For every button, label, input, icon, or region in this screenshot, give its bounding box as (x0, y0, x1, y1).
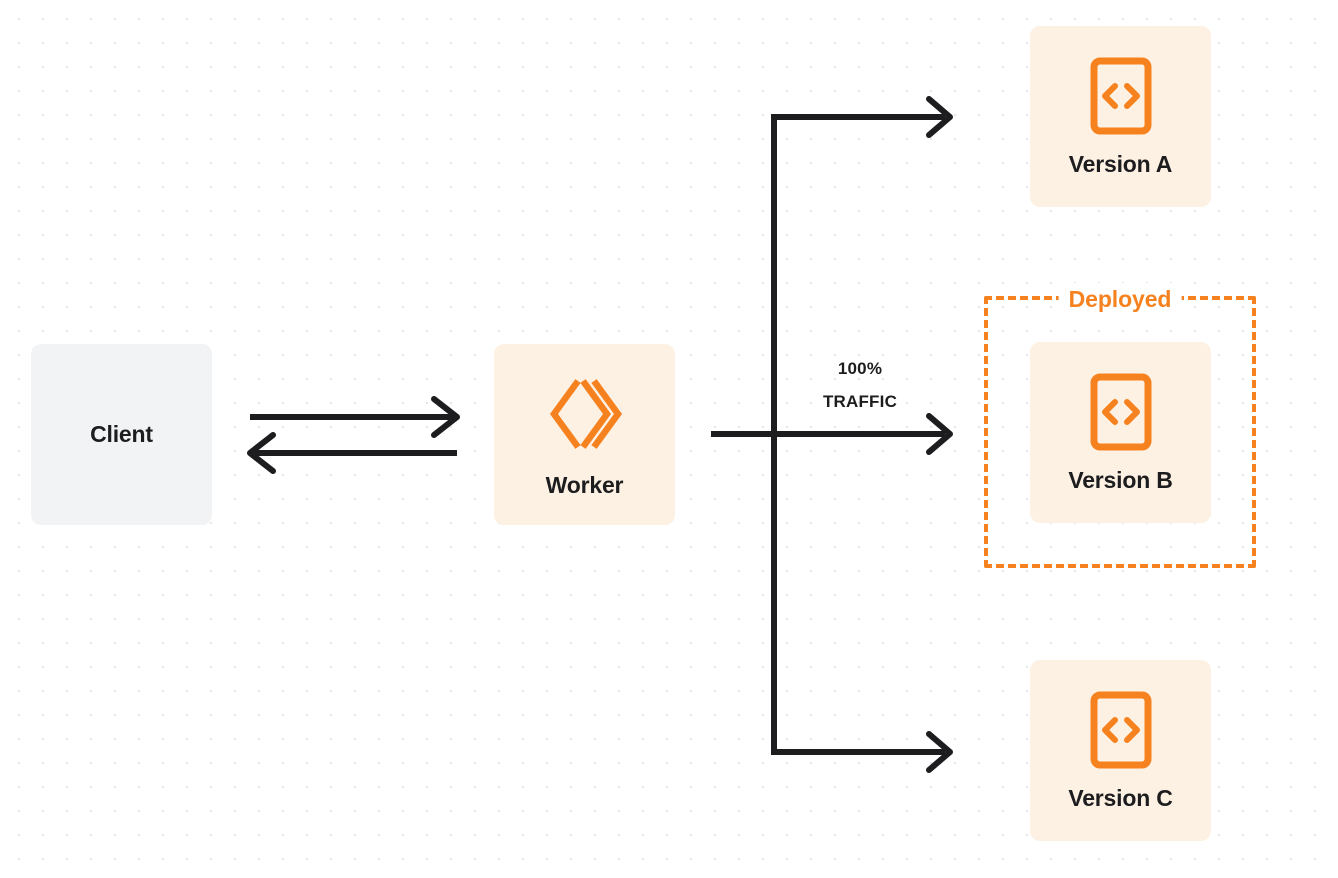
traffic-word: TRAFFIC (822, 392, 898, 412)
cloudflare-workers-logo-icon (543, 372, 627, 456)
node-client-label: Client (90, 421, 153, 447)
node-version-a-label: Version A (1068, 151, 1173, 177)
node-version-c[interactable]: Version C (1030, 660, 1211, 841)
arrow-worker-to-version-a (771, 96, 953, 138)
arrow-worker-to-client (247, 432, 457, 474)
node-version-b[interactable]: Version B (1030, 342, 1211, 523)
arrow-client-to-worker (250, 396, 460, 438)
arrow-worker-to-version-c (771, 731, 953, 773)
node-version-a[interactable]: Version A (1030, 26, 1211, 207)
deployed-group-box: Deployed (984, 283, 1256, 568)
deployed-group-label: Deployed (1058, 283, 1182, 316)
node-version-c-label: Version C (1068, 785, 1173, 811)
arrow-worker-to-version-b (711, 413, 953, 455)
node-version-b-label: Version B (1068, 467, 1173, 493)
code-file-icon (1090, 57, 1152, 135)
traffic-percent: 100% (837, 359, 883, 378)
code-file-icon (1090, 691, 1152, 769)
node-client[interactable]: Client (31, 344, 212, 525)
traffic-label: 100% TRAFFIC (790, 352, 930, 418)
node-worker-label: Worker (545, 472, 624, 498)
code-file-icon (1090, 373, 1152, 451)
node-worker[interactable]: Worker (494, 344, 675, 525)
